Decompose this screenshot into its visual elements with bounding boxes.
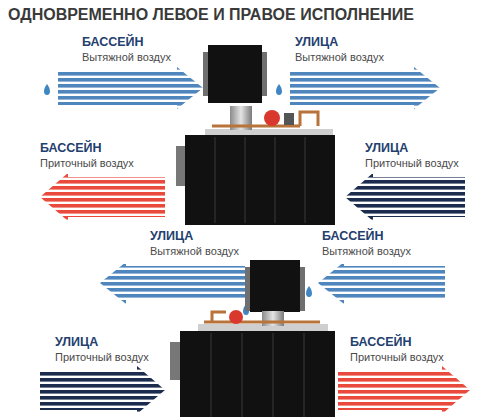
- supply-arrow: [338, 366, 470, 414]
- compressor: [262, 311, 284, 326]
- exhaust-arrow: [290, 67, 440, 109]
- unit-housing: [185, 135, 335, 225]
- water-drop: [276, 84, 282, 95]
- exhaust-arrow: [318, 262, 445, 304]
- air-type-label: Приточный воздух: [55, 351, 149, 364]
- supply-arrow: [40, 366, 165, 414]
- exhaust-arrow: [58, 67, 203, 109]
- panel-seam: [211, 333, 304, 417]
- copper-pipe: [204, 312, 320, 322]
- place-heading: БАССЕЙН: [322, 229, 384, 243]
- air-type-label: Вытяжной воздух: [82, 51, 171, 64]
- fan-box: [208, 45, 262, 103]
- air-type-label: Приточный воздух: [40, 157, 134, 170]
- air-type-label: Вытяжной воздух: [150, 245, 239, 258]
- air-type-label: Приточный воздух: [350, 351, 444, 364]
- supply-arrow: [40, 173, 165, 221]
- air-type-label: Приточный воздух: [365, 157, 459, 170]
- diagram-title: ОДНОВРЕМЕННО ЛЕВОЕ И ПРАВОЕ ИСПОЛНЕНИЕ: [8, 6, 414, 24]
- air-type-label: Вытяжной воздух: [322, 245, 411, 258]
- place-heading: БАССЕЙН: [350, 335, 412, 349]
- duct-flange: [170, 342, 180, 380]
- place-heading: УЛИЦА: [295, 35, 338, 49]
- water-drop: [306, 286, 312, 297]
- unit-housing: [180, 331, 335, 417]
- pump: [229, 310, 243, 324]
- valve: [284, 113, 294, 125]
- place-heading: УЛИЦА: [365, 141, 408, 155]
- place-heading: УЛИЦА: [55, 335, 98, 349]
- place-heading: БАССЕЙН: [82, 35, 144, 49]
- exhaust-arrow: [100, 262, 245, 304]
- fan-box: [250, 260, 300, 312]
- water-drop: [44, 84, 50, 95]
- supply-arrow: [345, 173, 465, 221]
- pump: [264, 110, 280, 126]
- air-type-label: Вытяжной воздух: [295, 51, 384, 64]
- panel-seam: [215, 137, 305, 223]
- place-heading: БАССЕЙН: [40, 141, 102, 155]
- place-heading: УЛИЦА: [150, 229, 193, 243]
- duct-flange: [176, 146, 186, 186]
